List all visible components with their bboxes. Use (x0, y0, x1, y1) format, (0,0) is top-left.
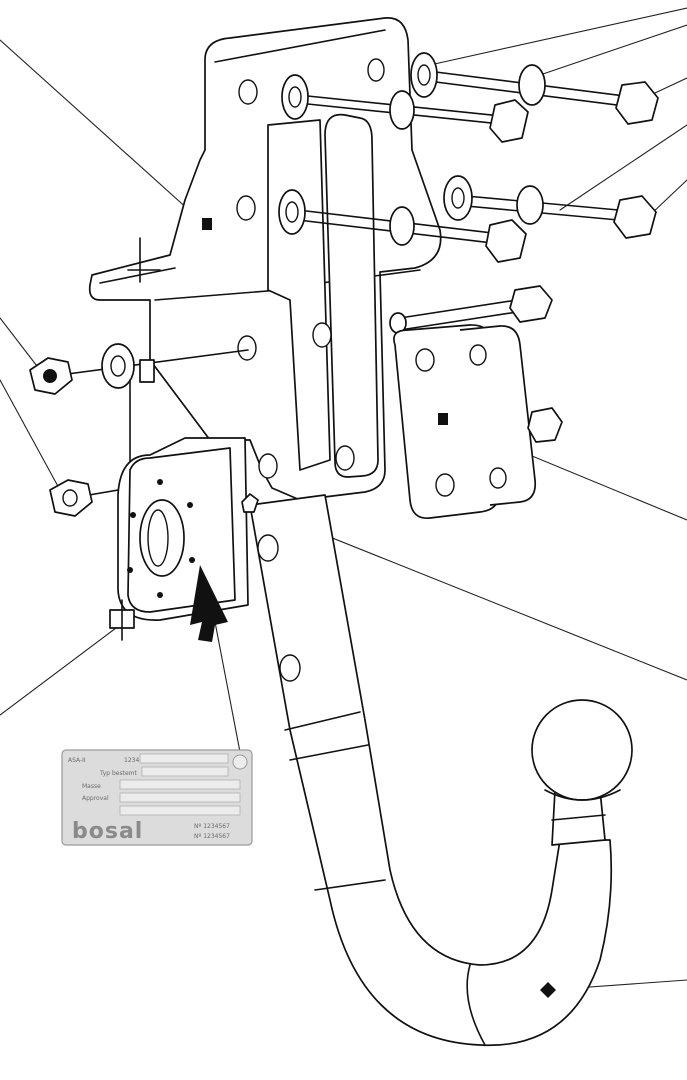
type-plate-row3-label: Masse (82, 783, 101, 790)
leader-socket-bolt (0, 624, 121, 716)
socket-plate (109, 437, 249, 642)
leader-bolt-top-2 (539, 24, 687, 76)
leader-bolt-mid-1 (559, 124, 687, 211)
leader-bolt-mid-2 (649, 179, 687, 216)
type-plate-brand: bosal (72, 819, 143, 844)
type-plate-serial-b: Nº 1234567 (194, 833, 230, 840)
nuts-left (29, 343, 249, 517)
type-plate-row1-value: 1234 (124, 757, 139, 764)
type-plate-serial-a: Nº 1234567 (194, 823, 230, 830)
side-bracket (88, 17, 442, 501)
type-plate-row1-label: ASA-II (68, 757, 86, 764)
type-plate-row2-label: Typ bestemt (99, 770, 138, 777)
bolt-set-upper (281, 52, 659, 143)
leader-nut-lower (0, 379, 61, 491)
type-plate: ASA-II 1234 Typ bestemt Masse Approval b… (61, 749, 253, 846)
bolt-set-middle (278, 175, 657, 263)
leader-nut-upper (0, 317, 41, 371)
clamp-block (389, 285, 563, 520)
bracket-marker-square (202, 218, 212, 230)
tow-ball-arm (241, 493, 633, 1047)
leader-bolt-top-1 (429, 7, 687, 66)
type-plate-row4-label: Approval (82, 795, 109, 802)
leader-bracket (0, 39, 201, 221)
